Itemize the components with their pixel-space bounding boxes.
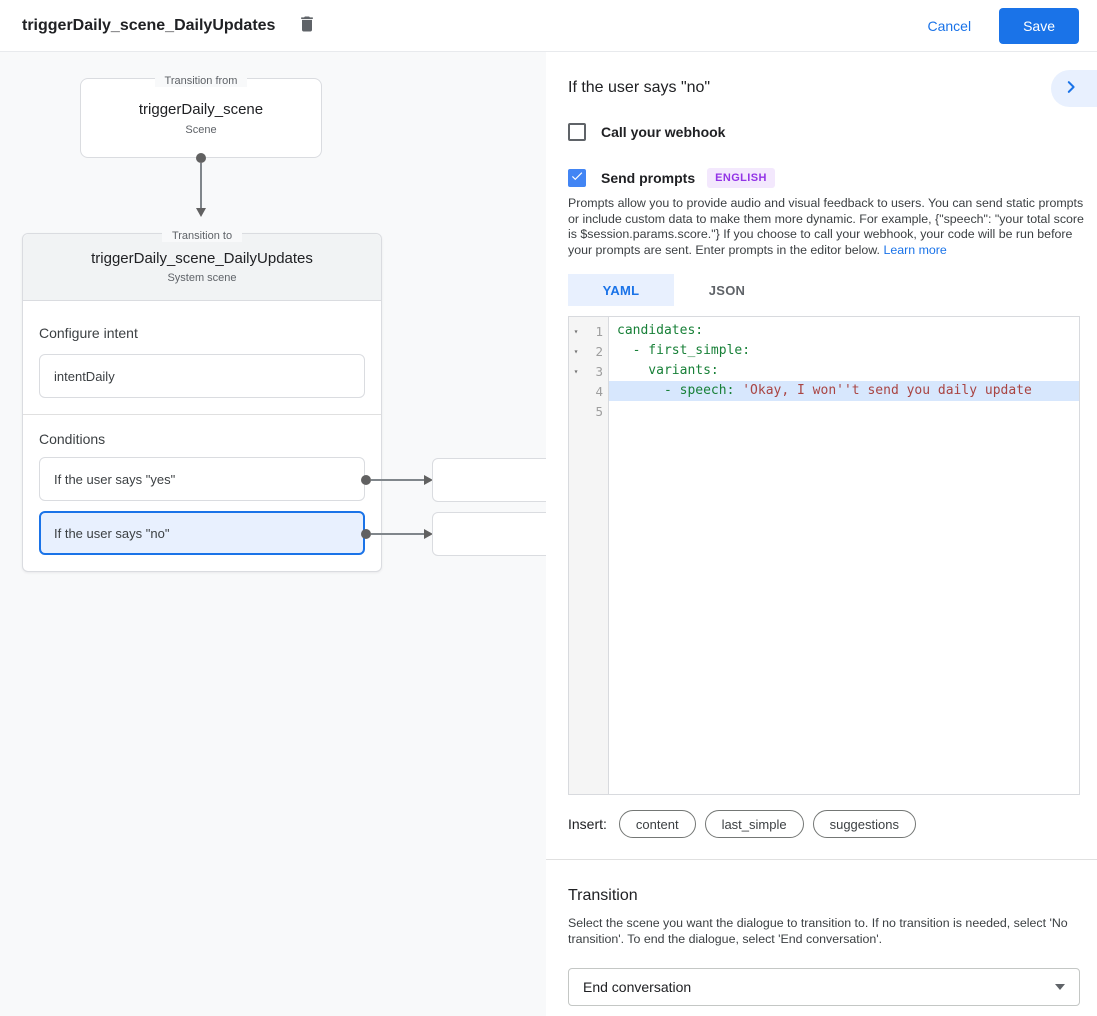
tab-yaml[interactable]: YAML	[568, 274, 674, 306]
prompts-description-text: Prompts allow you to provide audio and v…	[568, 196, 1084, 257]
card-divider	[23, 414, 381, 415]
code-line[interactable]: - first_simple:	[617, 343, 751, 358]
scene-card-subtitle: System scene	[167, 272, 237, 284]
connector-dot	[361, 529, 371, 539]
webhook-checkbox-row: Call your webhook	[568, 123, 725, 141]
scene-card-body: Configure intent intentDaily Conditions …	[23, 325, 381, 571]
prompt-code-editor[interactable]: ▾ 1 ▾ 2 ▾ 3 4 5 candidates: - first_simple: var…	[568, 316, 1080, 795]
from-node-subtitle: Scene	[185, 123, 217, 136]
transition-select-value: End conversation	[583, 979, 692, 995]
code-line[interactable]: candidates:	[617, 323, 704, 338]
condition-no-connector	[361, 529, 433, 539]
insert-chip-content[interactable]: content	[618, 810, 696, 838]
header: triggerDaily_scene_DailyUpdates Cancel S…	[0, 0, 1097, 52]
panel-title: If the user says "no"	[568, 79, 711, 96]
insert-label: Insert:	[568, 816, 607, 832]
arrow-right-icon	[424, 475, 433, 485]
configure-intent-label: Configure intent	[39, 325, 138, 341]
prompts-checkbox-row: Send prompts ENGLISH	[568, 168, 775, 188]
transition-to-node: Transition to triggerDaily_scene_DailyUp…	[22, 230, 382, 572]
connector-line	[371, 479, 424, 481]
connector-line	[371, 533, 424, 535]
scene-card-title: triggerDaily_scene_DailyUpdates	[91, 250, 313, 267]
line-number: 4	[595, 383, 603, 399]
condition-item-no[interactable]: If the user says "no"	[39, 511, 365, 555]
arrow-right-icon	[424, 529, 433, 539]
editor-gutter: ▾ 1 ▾ 2 ▾ 3 4 5	[569, 317, 609, 794]
insert-chip-suggestions[interactable]: suggestions	[812, 810, 916, 838]
line-number: 5	[595, 403, 603, 419]
transition-heading: Transition	[568, 887, 638, 904]
save-button[interactable]: Save	[999, 7, 1079, 44]
condition-yes-connector	[361, 475, 433, 485]
section-divider	[546, 859, 1097, 860]
collapse-panel-button[interactable]	[1051, 70, 1097, 107]
condition-item-yes[interactable]: If the user says "yes"	[39, 457, 365, 501]
trash-icon	[297, 14, 317, 37]
fold-toggle-icon[interactable]: ▾	[573, 346, 579, 356]
editor-format-tabs: YAML JSON	[568, 274, 780, 306]
fold-toggle-icon[interactable]: ▾	[573, 366, 579, 376]
editor-code[interactable]: candidates: - first_simple: variants: - …	[609, 317, 1079, 794]
flow-diagram-canvas[interactable]: Transition from triggerDaily_scene Scene…	[0, 52, 546, 1016]
transition-description: Select the scene you want the dialogue t…	[568, 916, 1068, 946]
from-node-title: triggerDaily_scene	[138, 100, 264, 118]
code-line[interactable]: - speech: 'Okay, I won''t send you daily…	[609, 381, 1079, 401]
code-line[interactable]: variants:	[617, 363, 719, 378]
transition-select[interactable]: End conversation	[568, 968, 1080, 1006]
line-number: 3	[595, 363, 603, 379]
check-icon	[570, 169, 584, 188]
connector-dot	[196, 153, 206, 163]
connector-dot	[361, 475, 371, 485]
tab-json[interactable]: JSON	[708, 282, 746, 298]
line-number: 1	[595, 323, 603, 339]
condition-detail-panel: If the user says "no" Call your webhook …	[546, 52, 1097, 1016]
transition-target-node[interactable]	[432, 458, 546, 502]
arrow-down-icon	[196, 208, 206, 217]
transition-target-node[interactable]	[432, 512, 546, 556]
fold-toggle-icon[interactable]: ▾	[573, 326, 579, 336]
language-badge: ENGLISH	[707, 168, 775, 188]
intent-item[interactable]: intentDaily	[39, 354, 365, 398]
transition-from-legend: Transition from	[81, 71, 321, 89]
delete-button[interactable]	[295, 14, 319, 38]
connector-line	[200, 163, 202, 208]
prompts-checkbox[interactable]	[568, 169, 586, 187]
insert-chip-last-simple[interactable]: last_simple	[704, 810, 804, 838]
learn-more-link[interactable]: Learn more	[883, 242, 947, 257]
scene-card-header[interactable]: triggerDaily_scene_DailyUpdates System s…	[23, 234, 381, 301]
cancel-button[interactable]: Cancel	[927, 17, 972, 34]
transition-connector-vertical	[196, 153, 206, 217]
conditions-label: Conditions	[39, 431, 106, 447]
webhook-checkbox-label: Call your webhook	[601, 124, 726, 140]
prompts-checkbox-label: Send prompts	[601, 170, 696, 186]
caret-down-icon	[1055, 984, 1065, 990]
line-number: 2	[595, 343, 603, 359]
insert-row: Insert: content last_simple suggestions	[568, 809, 925, 839]
prompts-description: Prompts allow you to provide audio and v…	[568, 196, 1084, 258]
code-line[interactable]	[609, 401, 1079, 421]
chevron-right-icon	[1062, 78, 1080, 99]
transition-from-node[interactable]: Transition from triggerDaily_scene Scene	[80, 75, 322, 158]
webhook-checkbox[interactable]	[568, 123, 586, 141]
page-title: triggerDaily_scene_DailyUpdates	[22, 16, 276, 34]
